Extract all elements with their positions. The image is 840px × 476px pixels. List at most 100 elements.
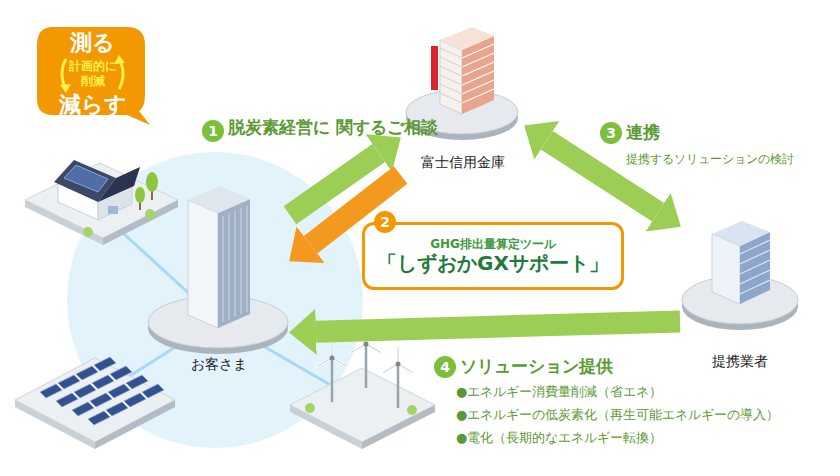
edge-label: 連携: [626, 121, 660, 145]
shrub: [407, 405, 417, 415]
solar-tile-side: [15, 400, 95, 449]
floor-line: [462, 44, 494, 58]
turbine-blade-edge: [332, 358, 347, 367]
floor-line: [462, 80, 494, 94]
node-sublabel: 「しずおかGXサポート」: [377, 252, 609, 275]
tree: [146, 172, 158, 192]
floor-line: [440, 84, 462, 94]
partner-building: [682, 221, 798, 330]
edge-label: ソリューション提供: [460, 355, 613, 379]
solar-panel: [108, 384, 130, 398]
turbine-blade: [317, 358, 332, 367]
bullet-item: ●エネルギーの低炭素化（再生可能エネルギーの導入）: [456, 406, 779, 424]
partner-roof: [712, 221, 770, 246]
turbine-hub: [364, 342, 369, 347]
floor-line: [440, 66, 462, 76]
customer-node: お客さま: [148, 185, 290, 378]
turbine-pole: [365, 344, 368, 388]
turbine-blade: [331, 341, 334, 358]
shrub: [145, 209, 155, 219]
bank-roof: [440, 27, 494, 50]
floor-line: [462, 62, 494, 76]
wind-tile-side: [362, 405, 435, 449]
bank-face: [440, 40, 462, 114]
house-window: [108, 206, 118, 214]
turbine-blade-edge: [383, 364, 398, 373]
cycle-arrowhead: [60, 84, 71, 93]
floor-line: [462, 89, 494, 103]
solar-panel: [110, 366, 132, 380]
cycle-arrow: [62, 59, 66, 89]
node-label: GHG排出量算定ツール: [430, 237, 556, 252]
solar-panel: [72, 402, 94, 416]
solar-farm: [15, 357, 175, 449]
node-label: 測る: [70, 30, 115, 55]
shrub: [305, 403, 315, 413]
floor-line: [440, 48, 462, 58]
solar-panel: [124, 393, 146, 407]
window-strip: [222, 216, 223, 322]
turbine-blade: [398, 364, 413, 373]
solar-panel: [92, 375, 114, 389]
node-sublabel: 計画的に 削減: [69, 59, 117, 89]
node-label: お客さま: [191, 356, 247, 374]
turbine-pole: [397, 364, 400, 408]
callout-number: 4: [434, 356, 456, 378]
wind-tile: [290, 368, 435, 442]
wind-farm: [290, 327, 435, 449]
bubble-outline: [37, 27, 150, 125]
solar-panel: [90, 393, 112, 407]
partner-node: 提携業者: [680, 210, 800, 375]
solar-panel: [58, 375, 80, 389]
node-sublabel: 減らす: [59, 92, 127, 117]
callout-number: 2: [374, 211, 396, 233]
callout-number: 1: [202, 120, 224, 142]
window-strip: [234, 211, 235, 317]
flow-arrow: [547, 140, 658, 212]
speech-bubble: 測る計画的に 削減減らす: [35, 25, 150, 125]
turbine-blade-edge: [366, 344, 381, 353]
node-label: 提携業者: [712, 353, 768, 371]
cycle-arrow: [119, 59, 123, 89]
tree: [135, 187, 145, 203]
wind-tile-side: [290, 405, 362, 449]
note-text: 提携するソリューションの検討: [626, 151, 794, 167]
turbine-hub: [396, 362, 401, 367]
turbine-pole: [331, 358, 334, 402]
floor-line: [740, 280, 770, 294]
turbine-blade: [366, 344, 381, 353]
customer-building: [148, 186, 288, 354]
house: [25, 160, 178, 245]
window-strip: [228, 213, 229, 319]
turbine-blade-edge: [398, 364, 413, 373]
solar-panel: [76, 366, 98, 380]
bullet-item: ●エネルギー消費量削減（省エネ）: [456, 383, 662, 401]
floor-line: [440, 75, 462, 85]
floor-line: [462, 71, 494, 85]
callout-number: 3: [600, 122, 622, 144]
floor-line: [462, 53, 494, 67]
turbine-blade-edge: [317, 358, 332, 367]
window-strip: [246, 206, 247, 312]
house-roof: [98, 167, 140, 202]
node-label: 富士信用金庫: [421, 154, 505, 172]
solar-panel: [88, 411, 110, 425]
solar-panel: [126, 375, 148, 389]
turbine-blade-edge: [398, 347, 399, 364]
roof-solar-panel: [64, 165, 108, 192]
solar-panel: [40, 384, 62, 398]
tool-box: GHG排出量算定ツール「しずおかGXサポート」: [362, 222, 624, 290]
turbine-blade: [383, 364, 398, 373]
turbine-blade: [397, 347, 400, 364]
edge-label: 脱炭素経営に 関するご相談: [228, 116, 438, 140]
solar-panel: [106, 402, 128, 416]
window-strip: [240, 208, 241, 314]
solar-tile: [15, 358, 175, 442]
bank-node: 富士信用金庫: [400, 25, 525, 175]
solar-panel: [56, 393, 78, 407]
bullet-item: ●電化（長期的なエネルギー転換）: [456, 429, 662, 447]
turbine-blade-edge: [332, 341, 333, 358]
solar-panel: [74, 384, 96, 398]
flow-arrow: [316, 321, 680, 331]
